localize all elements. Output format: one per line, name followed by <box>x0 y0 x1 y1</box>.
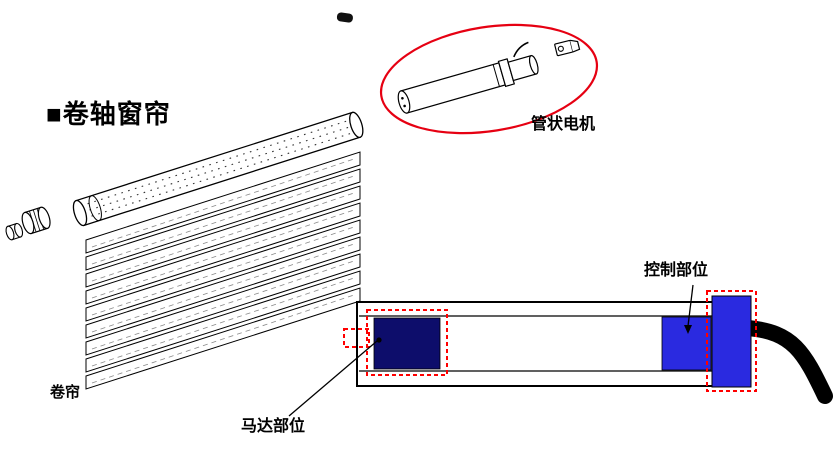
motor-schematic <box>343 290 833 404</box>
leader-lines <box>288 284 694 417</box>
roller-blind-label: 卷帘 <box>50 384 81 401</box>
control-part-label: 控制部位 <box>644 262 709 279</box>
roller-tube <box>72 111 364 227</box>
control-part-leader-line <box>687 284 694 327</box>
motor-part-label: 马达部位 <box>241 418 306 435</box>
tubular-motor-label: 管状电机 <box>531 116 596 133</box>
tubular-motor-illustration <box>397 39 581 114</box>
stray-mark <box>336 12 353 23</box>
motor-part-leader-line <box>288 340 378 417</box>
end-adapter-small <box>5 222 24 241</box>
control-section-block <box>661 316 712 371</box>
motor-head-dashed-outline <box>706 290 757 392</box>
end-adapter-crown <box>21 206 51 235</box>
motor-section-dashed-outline <box>366 309 448 376</box>
motor-section-block <box>373 317 441 370</box>
motor-head-block <box>711 295 752 388</box>
motor-bracket <box>554 39 581 57</box>
page-title: ■卷轴窗帘 <box>46 99 171 129</box>
blind-slat-texture <box>91 158 355 384</box>
roller-blind-illustration <box>5 111 364 390</box>
power-cable <box>740 320 833 404</box>
highlight-ellipse <box>379 23 599 135</box>
motor-part-leader-dot <box>376 337 382 343</box>
motor-tail-dashed-outline <box>343 328 370 348</box>
control-part-leader-arrow <box>684 325 692 334</box>
blind-slats <box>85 151 361 390</box>
